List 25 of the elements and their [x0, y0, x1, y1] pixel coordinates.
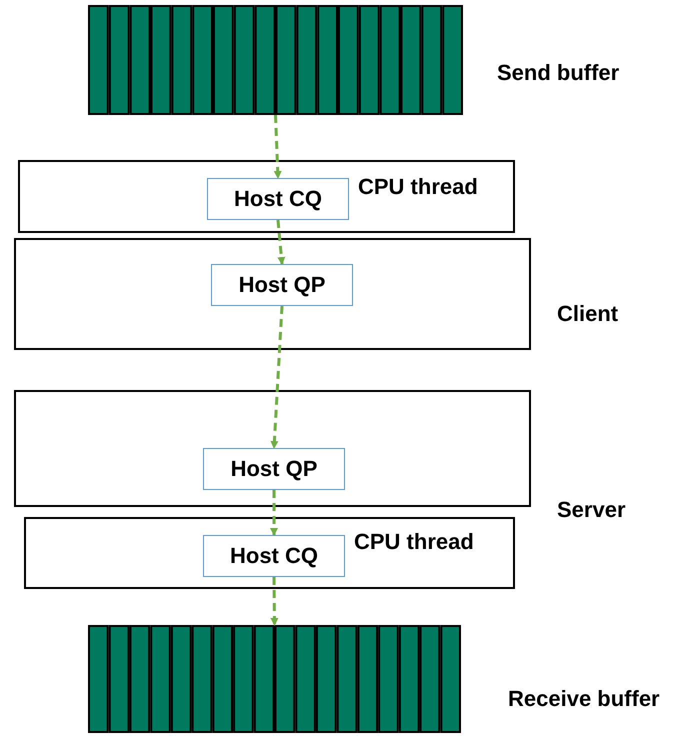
component-box [14, 238, 531, 350]
queue-label: Host QP [238, 272, 326, 298]
queue-label: Host QP [230, 456, 318, 482]
side-label: Send buffer [497, 60, 620, 86]
queue-label: Host CQ [234, 186, 322, 212]
component-box [18, 160, 515, 233]
component-label: CPU thread [358, 174, 478, 200]
queue-box [211, 264, 353, 306]
arrow [276, 220, 286, 265]
side-label: Client [557, 301, 618, 327]
queue-box [203, 535, 345, 577]
buffer-drawing [88, 5, 463, 115]
component-box [14, 390, 531, 507]
component-label: CPU thread [354, 529, 474, 555]
queue-box [207, 178, 349, 220]
arrow [274, 114, 282, 179]
arrow [270, 576, 278, 626]
queue-box [203, 448, 345, 490]
queue-label: Host CQ [230, 543, 318, 569]
arrow [270, 490, 278, 536]
side-label: Server [557, 497, 626, 523]
component-box [24, 517, 515, 589]
arrow [270, 306, 284, 449]
side-label: Receive buffer [508, 686, 660, 712]
buffer-drawing [88, 625, 461, 733]
